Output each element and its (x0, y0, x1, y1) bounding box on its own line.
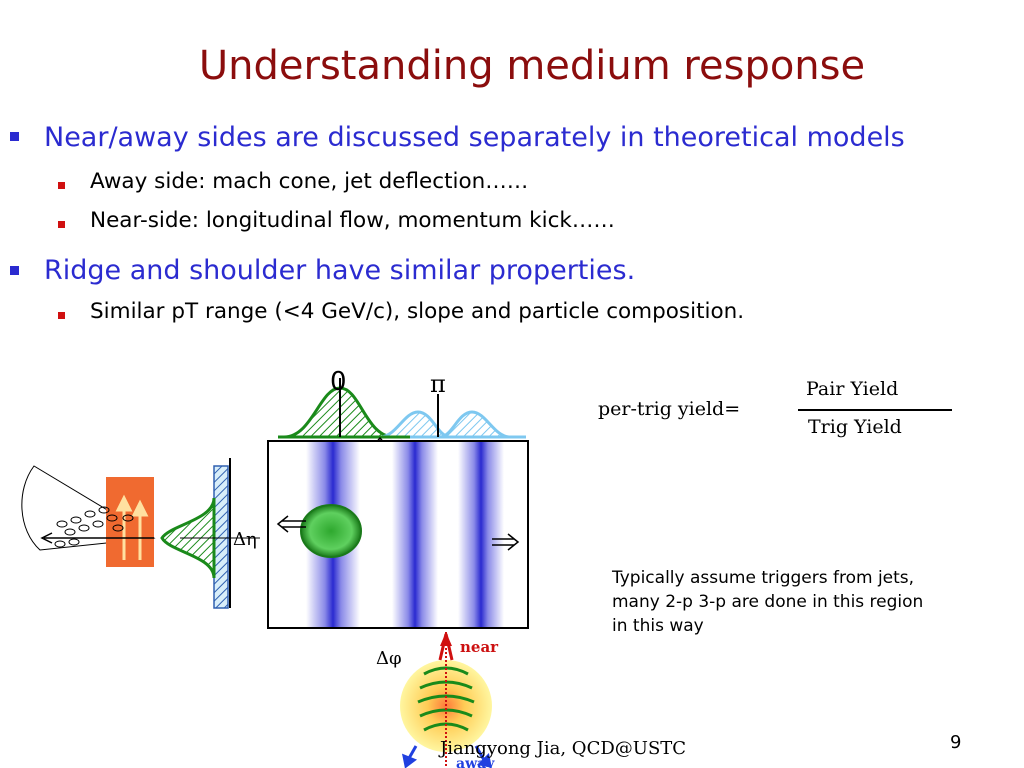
shoulder-band-1 (392, 442, 438, 627)
delta-phi-label: Δφ (376, 648, 402, 669)
bullet-marker (10, 266, 19, 275)
formula-numerator: Pair Yield (806, 378, 899, 400)
jet-cone-illustration (21, 465, 156, 567)
right-double-arrow-icon (492, 533, 520, 551)
note-text: Typically assume triggers from jets, man… (612, 566, 1002, 638)
note-line: Typically assume triggers from jets, (612, 568, 915, 588)
bullet-marker (58, 182, 65, 189)
medium-illustration (400, 632, 492, 768)
page-title: Understanding medium response (198, 43, 866, 89)
delta-phi-projection (278, 378, 526, 439)
bullet-2: Ridge and shoulder have similar properti… (44, 255, 636, 286)
pi-label: π (430, 370, 446, 398)
bullet-1-2: Near-side: longitudinal flow, momentum k… (90, 208, 615, 233)
bullet-marker (10, 132, 19, 141)
trigger-box (106, 477, 154, 567)
away-label: away (456, 756, 495, 768)
bullet-marker (58, 221, 65, 228)
fraction-bar (798, 409, 952, 411)
bullet-1: Near/away sides are discussed separately… (44, 122, 905, 153)
bullet-1-1: Away side: mach cone, jet deflection…… (90, 169, 529, 194)
page-number: 9 (950, 732, 962, 753)
delta-eta-label: Δη (233, 529, 257, 550)
shoulder-band-2 (458, 442, 504, 627)
zero-label: 0 (330, 367, 347, 397)
away-side-peak-1 (379, 410, 451, 439)
jet-peak-blob (300, 504, 362, 558)
note-line: many 2-p 3-p are done in this region (612, 592, 924, 612)
bullet-2-1: Similar pT range (<4 GeV/c), slope and p… (90, 299, 745, 324)
formula-lhs: per-trig yield= (598, 398, 741, 420)
near-label: near (460, 638, 499, 656)
formula-denominator: Trig Yield (808, 416, 902, 438)
bullet-marker (58, 312, 65, 319)
footer-text: Jiangyong Jia, QCD@USTC (440, 738, 687, 759)
away-side-peak-2 (439, 410, 511, 439)
note-line: in this way (612, 616, 704, 636)
left-double-arrow-icon (276, 515, 306, 533)
delta-eta-bar (213, 465, 229, 609)
